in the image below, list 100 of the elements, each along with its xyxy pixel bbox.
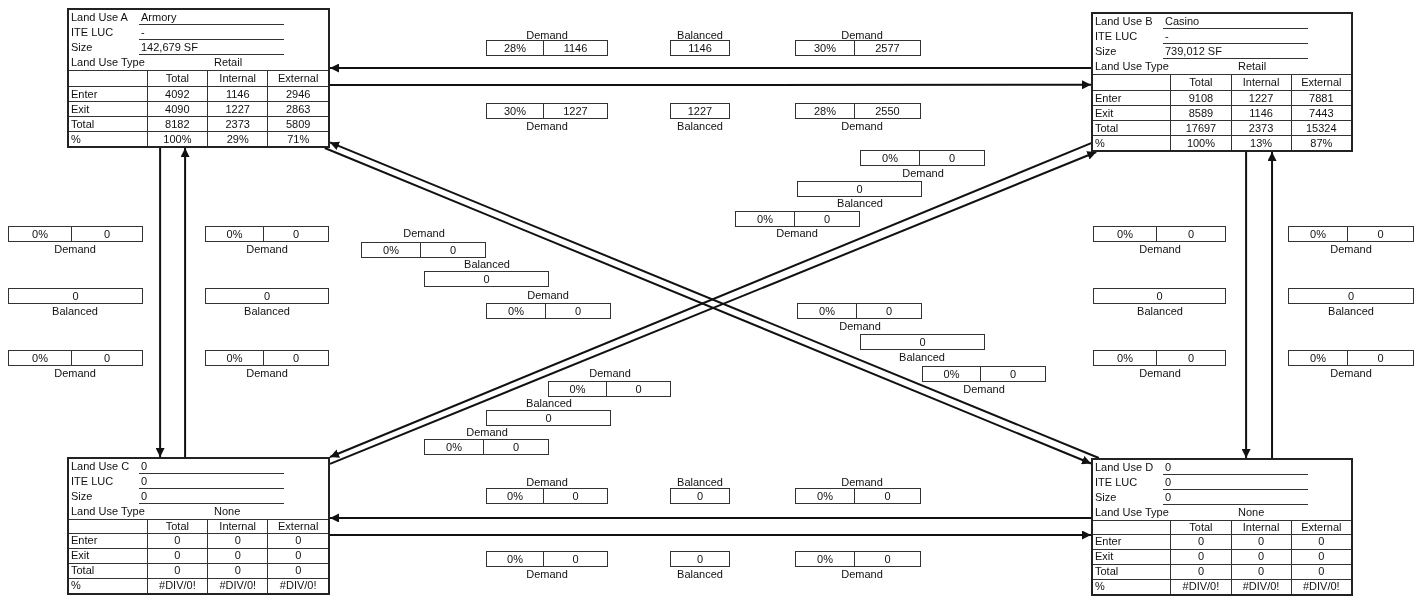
value-cell: 0% [205,226,264,242]
table-cell: Internal [207,518,268,534]
table-cell: 0 [1170,549,1231,565]
table-cell: Total [146,70,208,86]
table-cell: 5809 [267,115,328,131]
value-cell: 0 [420,242,486,258]
field-caption: Demand [245,243,289,255]
table-cell: 0 [1290,564,1351,580]
field-label: Land Use Type [1095,59,1169,75]
table-cell: 8589 [1170,104,1231,120]
value-cell: 0 [794,211,860,227]
value-cell: 0 [856,303,922,319]
value-cell: 0 [1093,288,1226,304]
table-cell: 7881 [1290,89,1351,105]
table-cell: 1227 [1230,89,1291,105]
value-cell: 0 [483,439,549,455]
value-cell: 0 [486,410,611,426]
table-cell: Internal [207,70,268,86]
table-cell: 87% [1290,134,1351,150]
table-cell: Total [1093,564,1171,580]
value-cell: 0% [486,303,546,319]
value-cell: 0 [424,271,549,287]
value-cell: 1227 [543,103,608,119]
field-caption: Demand [775,227,819,239]
table-cell: 1146 [1230,104,1291,120]
value-cell: 0 [8,288,143,304]
field-value: None [1238,504,1265,520]
table-cell: Enter [69,533,147,549]
table-cell: Total [1093,119,1171,135]
table-cell: % [1093,579,1171,594]
table-cell: 15324 [1290,119,1351,135]
table-cell: Total [1170,74,1231,90]
value-cell: 0 [1156,226,1226,242]
value-cell: 0% [860,150,920,166]
field-value: Armory [139,10,284,26]
field-caption: Demand [838,320,882,332]
field-caption: Balanced [676,120,724,132]
value-cell: 0% [1288,350,1348,366]
value-cell: 0 [1288,288,1414,304]
value-cell: 0 [205,288,329,304]
value-cell: 0 [606,381,671,397]
table-cell: 1146 [207,85,268,101]
table-cell: 0 [1290,549,1351,565]
arrow [1241,151,1251,459]
field-value: Retail [214,55,243,71]
field-caption: Demand [962,383,1006,395]
table-cell: 1227 [207,100,268,116]
field-caption: Demand [901,167,945,179]
field-value: 142,679 SF [139,40,284,56]
table-cell: #DIV/0! [1170,579,1231,594]
arrow [155,147,165,458]
field-caption: Demand [840,29,884,41]
table-cell: 0 [1290,534,1351,550]
table-cell: 17697 [1170,119,1231,135]
value-cell: 0 [1347,350,1414,366]
field-label: Size [1095,489,1117,505]
table-cell: External [267,518,328,534]
value-cell: 0 [1156,350,1226,366]
value-cell: 0 [854,488,921,504]
table-cell: 0 [146,563,208,579]
field-caption: Balanced [1327,305,1375,317]
worksheet-table [1091,458,1353,596]
field-value: 739,012 SF [1163,44,1308,60]
field-caption: Balanced [243,305,291,317]
value-cell: 0% [424,439,484,455]
table-cell: 0 [146,533,208,549]
field-value: Retail [1238,59,1267,75]
field-caption: Demand [1329,243,1373,255]
table-cell: External [267,70,328,86]
table-cell: Internal [1230,519,1291,535]
field-caption: Balanced [463,258,511,270]
table-cell: Exit [1093,549,1171,565]
table-cell: #DIV/0! [207,578,268,593]
arrow [1267,151,1277,459]
table-cell: Enter [1093,89,1171,105]
value-cell: 0% [795,551,855,567]
table-cell: Exit [1093,104,1171,120]
field-label: Land Use A [71,10,128,25]
table-cell: #DIV/0! [1290,579,1351,594]
value-cell: 0% [486,551,544,567]
worksheet-table [67,8,330,148]
table-cell: Enter [69,85,147,101]
value-cell: 28% [795,103,855,119]
table-cell: 9108 [1170,89,1231,105]
field-caption: Demand [840,568,884,580]
table-cell: 71% [267,130,328,146]
value-cell: 0% [486,488,544,504]
table-cell: #DIV/0! [1230,579,1291,594]
value-cell: 0 [980,366,1046,382]
field-caption: Demand [525,476,569,488]
table-cell: 0 [1230,564,1291,580]
value-cell: 0 [1347,226,1414,242]
table-cell: #DIV/0! [267,578,328,593]
table-cell: 0 [267,548,328,564]
value-cell: 28% [486,40,544,56]
field-caption: Demand [53,367,97,379]
value-cell: 0% [205,350,264,366]
field-value: None [214,503,241,519]
table-cell: 0 [207,548,268,564]
field-label: Land Use Type [1095,504,1169,520]
